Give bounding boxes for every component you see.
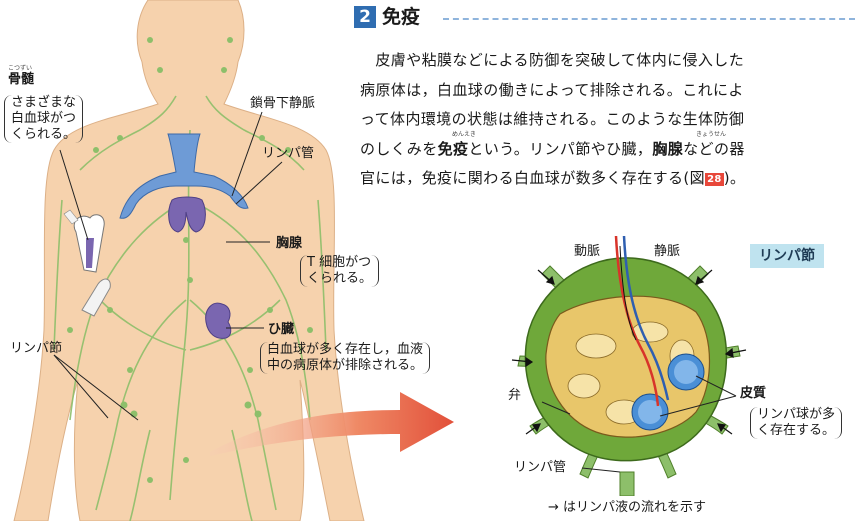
flow-arrow bbox=[210, 380, 460, 460]
section-rule bbox=[443, 18, 855, 20]
section-title: 免疫 bbox=[382, 5, 420, 29]
bone-marrow-ruby: こつずい bbox=[8, 63, 32, 72]
cortex-note: リンパ球が多 く存在する。 bbox=[750, 407, 842, 439]
section-body: 皮膚や粘膜などによる防御を突破して体内に侵入した 病原体は，白血球の働きによって… bbox=[360, 46, 860, 194]
term-kyousen: 胸腺 bbox=[652, 140, 683, 158]
body-line: 病原体は，白血球の働きによって排除される。これによ bbox=[360, 76, 860, 106]
node-lymph-vessel-label: リンパ管 bbox=[514, 460, 566, 476]
spleen-note: 白血球が多く存在し，血液 中の病原体が排除される。 bbox=[260, 342, 430, 374]
body-line: のしくみを免疫という。リンパ節やひ臓，胸腺などの器 bbox=[360, 135, 860, 165]
section-number: 2 bbox=[354, 6, 376, 28]
lymph-node-tag: リンパ節 bbox=[750, 244, 824, 268]
figure-ref-badge[interactable]: 28 bbox=[705, 173, 724, 186]
spleen-label: ひ臓 bbox=[268, 322, 294, 338]
lymph-node-diagram bbox=[500, 236, 760, 496]
lymph-node-label: リンパ節 bbox=[10, 341, 62, 357]
cortex-label: 皮質 bbox=[740, 386, 766, 402]
bone-marrow-note: さまざまな 白血球がつ くられる。 bbox=[4, 95, 83, 143]
artery-label: 動脈 bbox=[574, 244, 600, 260]
thymus-label: 胸腺 bbox=[276, 236, 302, 252]
subclavian-vein-label: 鎖骨下静脈 bbox=[250, 96, 315, 112]
lymph-vessel-label: リンパ管 bbox=[262, 146, 314, 162]
valve-label: 弁 bbox=[508, 388, 521, 404]
body-line: って体内環境の状態は維持される。このような生体防御 bbox=[360, 105, 860, 135]
vein-label: 静脈 bbox=[654, 244, 680, 260]
body-line: 皮膚や粘膜などによる防御を突破して体内に侵入した bbox=[360, 46, 860, 76]
thymus-note: T 細胞がつ くられる。 bbox=[300, 255, 379, 287]
bone-marrow-label: 骨髄 bbox=[8, 72, 34, 88]
term-meneki: 免疫 bbox=[438, 140, 469, 158]
flow-caption: → はリンパ液の流れを示す bbox=[548, 500, 706, 516]
